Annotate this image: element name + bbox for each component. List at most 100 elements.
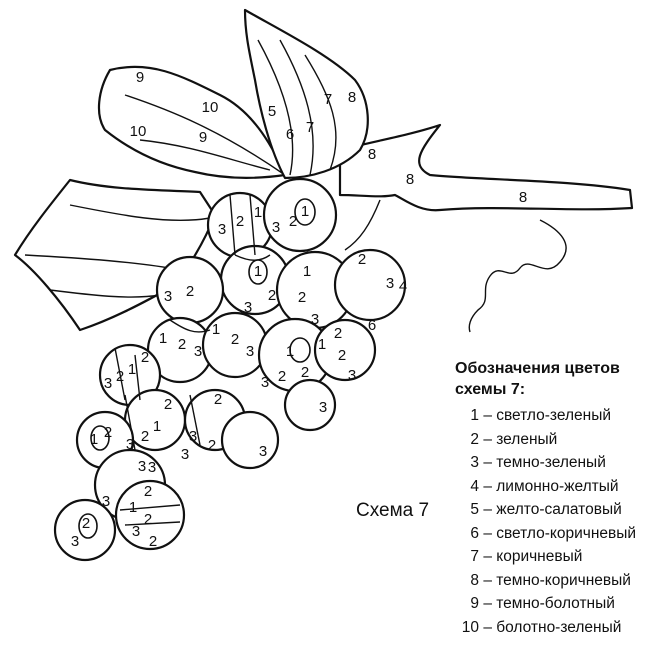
region-number: 3 bbox=[71, 533, 79, 550]
region-number: 7 bbox=[306, 119, 314, 136]
region-number: 2 bbox=[334, 325, 342, 342]
legend-item: 4 – лимонно-желтый bbox=[455, 475, 667, 499]
legend-item: 1 – светло-зеленый bbox=[455, 404, 667, 428]
region-number: 3 bbox=[132, 523, 140, 540]
legend-item-color-name: коричневый bbox=[496, 548, 583, 565]
berry-cluster bbox=[53, 177, 407, 562]
legend-item: 3 – темно-зеленый bbox=[455, 451, 667, 475]
region-number: 10 bbox=[130, 123, 147, 140]
region-number: 2 bbox=[82, 515, 90, 532]
region-number: 3 bbox=[218, 221, 226, 238]
berry-highlight bbox=[78, 513, 98, 539]
legend-title: Обозначения цветов схемы 7: bbox=[455, 360, 620, 398]
region-number: 2 bbox=[164, 396, 172, 413]
region-numbers: 9 10 10 9 5 6 7 7 8 8 8 8 3 2 1 3 2 1 3 bbox=[71, 69, 527, 550]
region-number: 10 bbox=[202, 99, 219, 116]
region-number: 9 bbox=[136, 69, 144, 86]
legend-item-color-name: темно-коричневый bbox=[496, 571, 631, 589]
legend-item-number: 2 bbox=[470, 430, 479, 448]
region-number: 2 bbox=[301, 364, 309, 381]
region-number: 5 bbox=[268, 103, 276, 120]
region-number: 2 bbox=[141, 349, 149, 366]
leaf-top-right bbox=[243, 8, 369, 180]
legend-item-color-name: светло-коричневый bbox=[496, 524, 637, 542]
berry-highlight bbox=[248, 259, 268, 285]
region-number: 8 bbox=[348, 89, 356, 106]
region-number: 1 bbox=[303, 263, 311, 280]
region-number: 9 bbox=[199, 129, 207, 146]
legend-item: 2 – зеленый bbox=[455, 428, 667, 452]
region-number: 2 bbox=[141, 428, 149, 445]
region-number: 3 bbox=[261, 374, 269, 391]
region-number: 2 bbox=[186, 283, 194, 300]
legend-item-number: 9 bbox=[470, 595, 479, 612]
region-number: 2 bbox=[231, 331, 239, 348]
legend-item: 6 – светло-коричневый bbox=[455, 522, 667, 546]
color-legend: Обозначения цветов схемы 7: 1 – светло-з… bbox=[455, 358, 667, 639]
region-number: 8 bbox=[406, 171, 414, 188]
berry-highlight bbox=[294, 198, 316, 226]
legend-item-dash: – bbox=[483, 524, 492, 542]
region-number: 3 bbox=[181, 446, 189, 463]
berry bbox=[333, 248, 407, 322]
leaf-top-left-veins bbox=[124, 94, 286, 176]
legend-item-color-name: зеленый bbox=[496, 430, 558, 448]
region-number: 3 bbox=[138, 458, 146, 475]
legend-item-color-name: темно-зеленый bbox=[496, 454, 606, 471]
region-number: 2 bbox=[149, 533, 157, 550]
region-number: 2 bbox=[144, 483, 152, 500]
legend-item-number: 1 bbox=[470, 407, 479, 424]
legend-item-color-name: желто-салатовый bbox=[496, 501, 622, 518]
region-number: 3 bbox=[102, 493, 110, 510]
region-number: 8 bbox=[368, 146, 376, 163]
berry-highlight bbox=[289, 337, 311, 363]
berry bbox=[220, 410, 280, 470]
legend-item-dash: – bbox=[483, 548, 492, 565]
legend-item-number: 8 bbox=[470, 571, 479, 589]
region-number: 3 bbox=[259, 443, 267, 460]
region-number: 7 bbox=[324, 91, 332, 108]
region-number: 2 bbox=[178, 336, 186, 353]
region-number: 3 bbox=[244, 299, 252, 316]
region-number: 3 bbox=[386, 275, 394, 292]
schema-label: Схема 7 bbox=[356, 500, 430, 521]
stem bbox=[338, 123, 634, 212]
legend-item: 5 – желто-салатовый bbox=[455, 498, 667, 522]
legend-item-dash: – bbox=[483, 477, 492, 495]
region-number: 4 bbox=[399, 278, 407, 295]
legend-item: 9 – темно-болотный bbox=[455, 592, 667, 616]
region-number: 3 bbox=[164, 288, 172, 305]
region-number: 2 bbox=[208, 437, 216, 454]
berry bbox=[114, 479, 186, 551]
legend-item-number: 5 bbox=[470, 501, 479, 518]
region-number: 1 bbox=[129, 499, 137, 516]
legend-item-number: 6 bbox=[470, 524, 479, 542]
berry-highlight bbox=[90, 425, 110, 451]
leaf-top-right-veins bbox=[257, 39, 337, 176]
region-number: 2 bbox=[236, 213, 244, 230]
region-number: 1 bbox=[159, 330, 167, 347]
legend-list: 1 – светло-зеленый 2 – зеленый 3 – темно… bbox=[455, 404, 667, 639]
region-number: 6 bbox=[286, 126, 294, 143]
region-number: 1 bbox=[318, 336, 326, 353]
region-number: 3 bbox=[194, 343, 202, 360]
region-number: 1 bbox=[286, 343, 294, 360]
region-number: 2 bbox=[104, 424, 112, 441]
region-number: 1 bbox=[254, 263, 262, 280]
region-number: 1 bbox=[212, 321, 220, 338]
region-number: 2 bbox=[298, 289, 306, 306]
legend-item-dash: – bbox=[483, 454, 492, 471]
region-number: 2 bbox=[278, 368, 286, 385]
region-number: 2 bbox=[338, 347, 346, 364]
region-number: 3 bbox=[348, 367, 356, 384]
region-number: 1 bbox=[153, 418, 161, 435]
legend-item-dash: – bbox=[483, 501, 492, 518]
legend-item: 7 – коричневый bbox=[455, 545, 667, 569]
region-number: 2 bbox=[268, 287, 276, 304]
legend-item-dash: – bbox=[483, 618, 492, 636]
region-number: 6 bbox=[368, 317, 376, 334]
legend-item-number: 4 bbox=[470, 477, 479, 495]
region-number: 1 bbox=[128, 361, 136, 378]
